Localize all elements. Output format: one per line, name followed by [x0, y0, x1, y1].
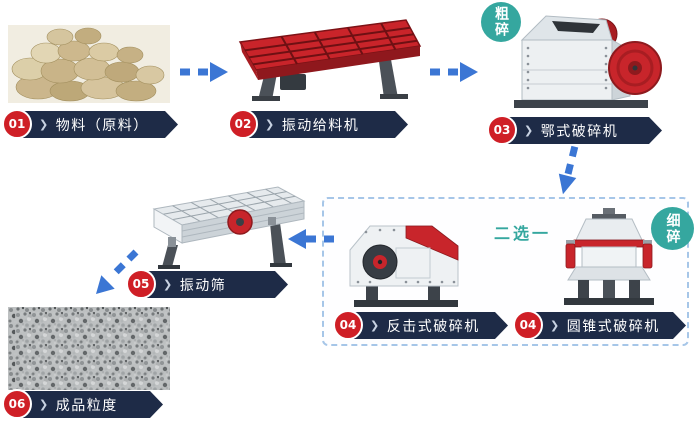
step-2-label: 振动给料机 [281, 117, 360, 134]
step-4-impact-number: 04 [333, 310, 363, 340]
chevron-icon: ❯ [39, 398, 50, 411]
step-5-label: 振动筛 [179, 277, 227, 294]
step-4-cone-ribbon: ❯ 圆锥式破碎机 [526, 312, 686, 339]
step-5-number: 05 [126, 269, 156, 299]
step-4-impact-ribbon: ❯ 反击式破碎机 [346, 312, 508, 339]
step-4-cone-label: 圆锥式破碎机 [566, 318, 660, 335]
step-6-number: 06 [2, 389, 32, 419]
chevron-icon: ❯ [265, 118, 276, 131]
step-4-cone-number: 04 [513, 310, 543, 340]
choice-one-of-two-label: 二选一 [494, 224, 552, 243]
chevron-icon: ❯ [163, 278, 174, 291]
coarse-crushing-badge: 粗碎 [481, 2, 521, 42]
arrow-feeder-to-jaw-crusher [430, 62, 478, 82]
step-3-number: 03 [487, 115, 517, 145]
arrow-material-to-feeder [180, 62, 228, 82]
step-5-ribbon: ❯ 振动筛 [139, 271, 288, 298]
fine-crushing-badge: 细碎 [651, 207, 694, 250]
finished-product-photo [8, 307, 170, 390]
chevron-icon: ❯ [39, 118, 50, 131]
step-3-ribbon: ❯ 鄂式破碎机 [500, 117, 662, 144]
step-3-label: 鄂式破碎机 [540, 123, 619, 140]
jaw-crusher-image [514, 15, 662, 108]
step-1-number: 01 [2, 109, 32, 139]
cone-crusher-image [564, 208, 654, 305]
impact-crusher-image [349, 225, 459, 307]
step-2-number: 02 [228, 109, 258, 139]
arrow-jaw-to-fine-crushers [558, 145, 579, 195]
step-1-ribbon: ❯ 物料（原料） [15, 111, 178, 138]
step-4-impact-label: 反击式破碎机 [386, 318, 480, 335]
vibrating-feeder-image [238, 19, 422, 101]
chevron-icon: ❯ [524, 124, 535, 137]
step-2-ribbon: ❯ 振动给料机 [241, 111, 408, 138]
vibrating-screen-image [152, 186, 306, 269]
step-6-label: 成品粒度 [55, 397, 118, 414]
chevron-icon: ❯ [550, 319, 561, 332]
chevron-icon: ❯ [370, 319, 381, 332]
step-1-label: 物料（原料） [55, 117, 149, 134]
raw-material-photo [8, 25, 170, 103]
step-6-ribbon: ❯ 成品粒度 [15, 391, 163, 418]
